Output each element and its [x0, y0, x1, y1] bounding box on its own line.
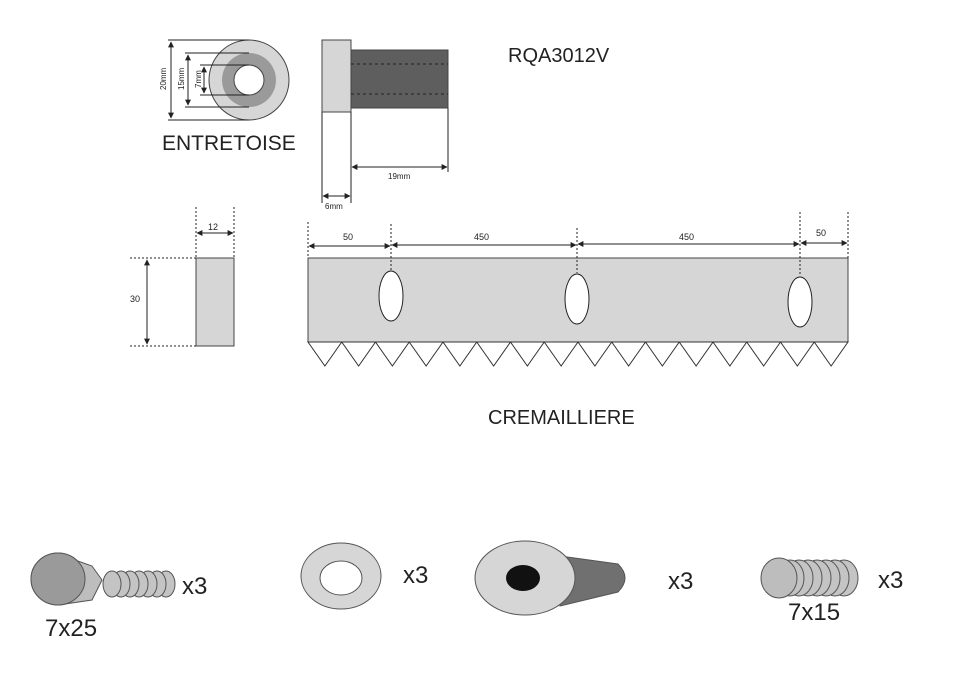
rack-spacing-right: 50 [816, 228, 826, 238]
rack-tooth [408, 341, 444, 367]
rack-teeth [307, 341, 849, 367]
rack-tooth [340, 341, 377, 367]
rack-tooth [678, 341, 714, 367]
wall-plug-icon [474, 540, 626, 616]
bolt-icon [30, 552, 176, 606]
spacer-label: ENTRETOISE [162, 132, 296, 155]
rack-tooth [644, 341, 681, 367]
spacer-middle-diameter: 15mm [177, 67, 186, 90]
mounting-hole [564, 273, 590, 325]
spacer-length: 19mm [388, 172, 411, 181]
rack-tooth [475, 341, 512, 367]
rack-section-height: 30 [130, 294, 140, 304]
spacer-end-view: 20mm 15mm 7mm [159, 39, 290, 121]
rack-tooth [712, 341, 748, 367]
rack-section-view: 12 30 [130, 207, 235, 347]
spacer-side-view: 19mm 6mm [321, 39, 449, 211]
rack-tooth [509, 341, 546, 367]
rack-label: CREMAILLIERE [488, 407, 635, 429]
washer-quantity: x3 [403, 562, 428, 589]
bolt-quantity: x3 [182, 573, 207, 600]
rack-tooth [779, 341, 816, 367]
screw-quantity: x3 [878, 567, 903, 594]
spacer-outer-diameter: 20mm [159, 67, 168, 90]
rack-tooth [307, 341, 343, 367]
rack-spacing-middle-1: 450 [474, 232, 489, 242]
rack-spacing-left: 50 [343, 232, 353, 242]
rack-tooth [813, 341, 849, 367]
screw-size: 7x15 [788, 599, 840, 626]
rack-side-view: 50 450 450 50 [307, 212, 849, 367]
screw-icon [760, 557, 859, 599]
washer-icon [300, 542, 382, 610]
rack-spacing-middle-2: 450 [679, 232, 694, 242]
spacer-flange: 6mm [325, 202, 343, 211]
spacer-bore-diameter: 7mm [194, 70, 203, 88]
rack-section-width: 12 [208, 222, 218, 232]
bolt-thread-ring [102, 570, 122, 598]
mounting-hole [787, 276, 813, 328]
bolt-size: 7x25 [45, 615, 97, 642]
part-number: RQA3012V [508, 45, 610, 67]
plug-quantity: x3 [668, 568, 693, 595]
rack-tooth [374, 341, 411, 367]
rack-tooth [543, 341, 579, 367]
rack-tooth [577, 341, 613, 367]
rack-tooth [610, 341, 647, 367]
mounting-hole [378, 270, 404, 322]
rack-tooth [442, 341, 478, 367]
rack-tooth [745, 341, 782, 367]
